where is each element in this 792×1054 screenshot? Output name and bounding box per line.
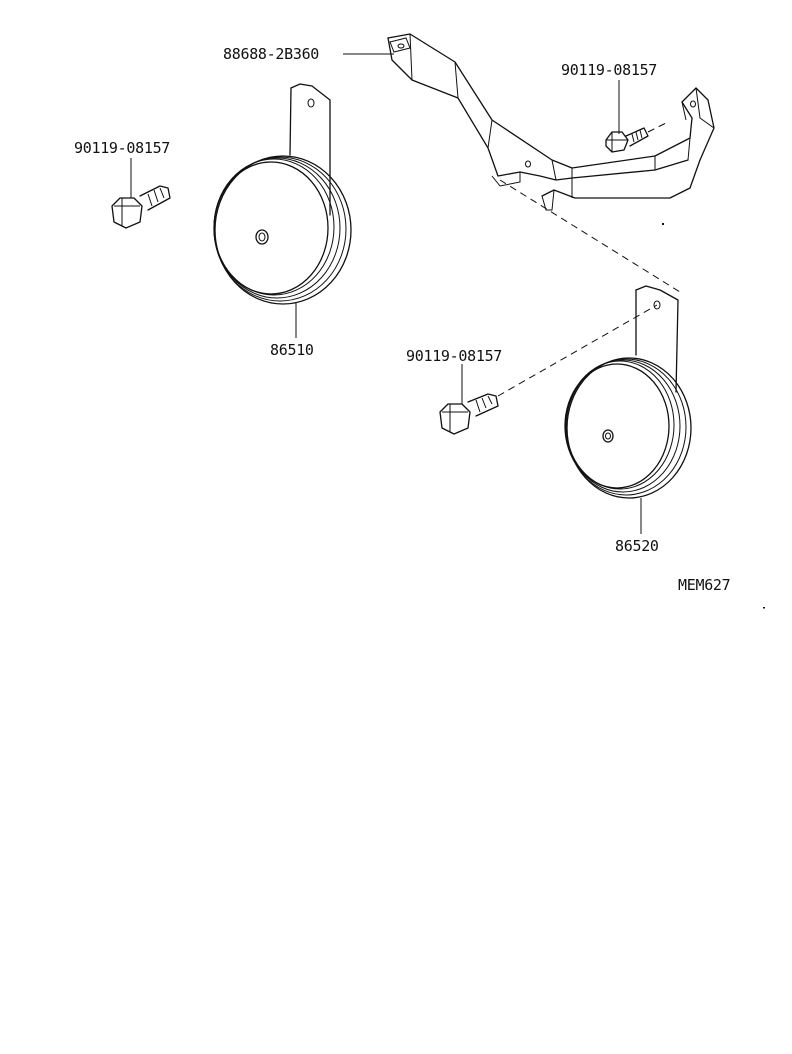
alignment-line-bracket-to-horn [499,179,681,293]
horn-bracket [387,33,715,211]
horn-86520 [564,285,692,499]
label-horn-86510-part-number: 86510 [270,341,314,359]
bolt-middle [439,393,499,435]
bolt-left [111,185,171,229]
label-horn-86520-part-number: 86520 [615,537,659,555]
bolt-top-right [605,121,669,153]
speck [662,223,664,225]
diagram-code: MEM627 [678,576,730,594]
horn-86510 [213,83,352,305]
label-bolt-middle-part-number: 90119-08157 [406,347,502,365]
speck [763,607,765,609]
alignment-line-bolt-to-horn [497,304,658,397]
label-bracket-part-number: 88688-2B360 [223,45,319,63]
label-bolt-left-part-number: 90119-08157 [74,139,170,157]
label-bolt-top-right-part-number: 90119-08157 [561,61,657,79]
